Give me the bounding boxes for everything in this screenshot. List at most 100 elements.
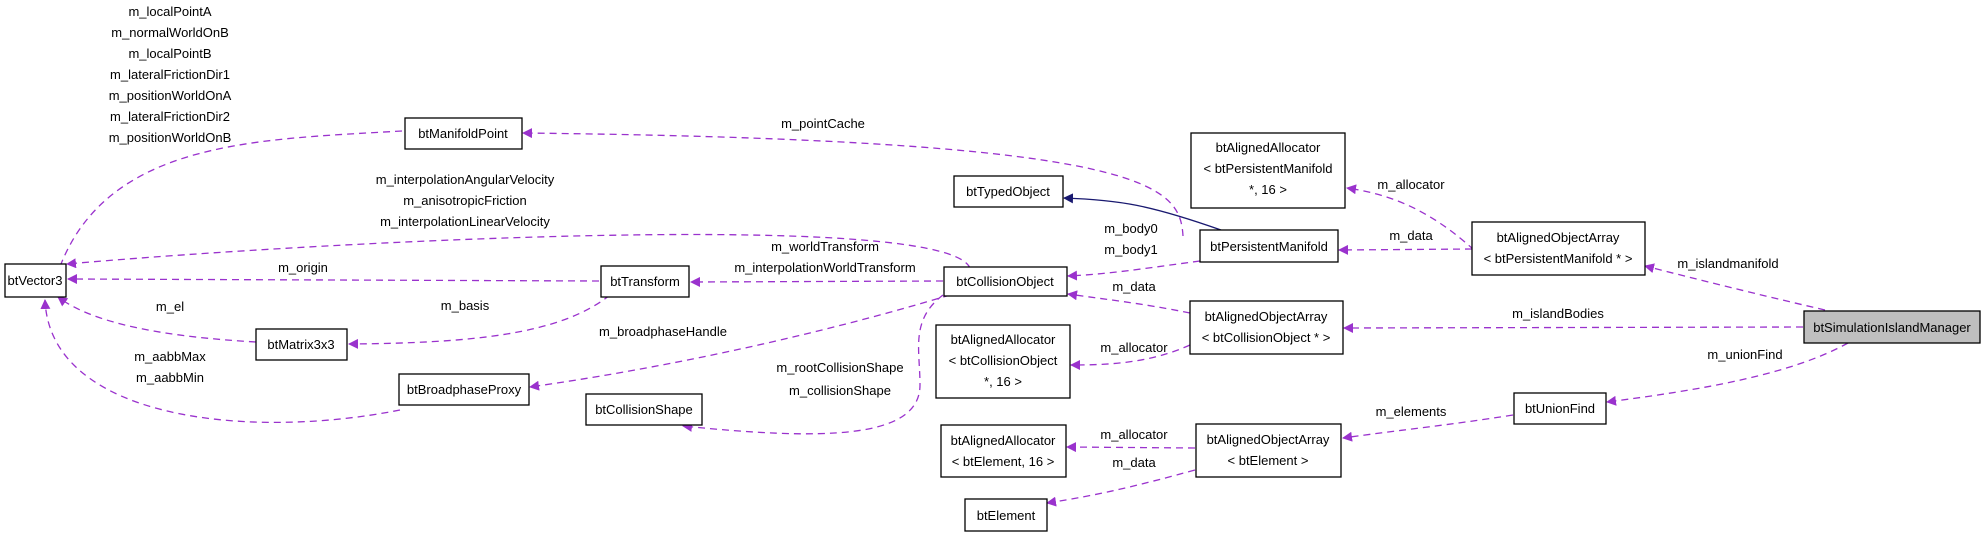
label-m-islandmanifold: m_islandmanifold bbox=[1677, 256, 1778, 271]
label-m-origin: m_origin bbox=[278, 260, 328, 275]
node-bttransform[interactable]: btTransform bbox=[600, 265, 690, 298]
edge-colobj-shape bbox=[682, 294, 944, 435]
node-label: btMatrix3x3 bbox=[267, 337, 334, 352]
node-label-line-1: btAlignedAllocator bbox=[951, 433, 1056, 448]
label-m-elements: m_elements bbox=[1376, 404, 1447, 419]
label-m-lateralfrictiondir1: m_lateralFrictionDir1 bbox=[110, 67, 230, 82]
label-m-body0: m_body0 bbox=[1104, 221, 1157, 236]
node-label: btTypedObject bbox=[966, 184, 1050, 199]
node-btalignedobjectarray-collisionobject[interactable]: btAlignedObjectArray < btCollisionObject… bbox=[1189, 300, 1344, 355]
node-btmatrix3x3[interactable]: btMatrix3x3 bbox=[255, 328, 348, 361]
node-label: btElement bbox=[977, 508, 1036, 523]
label-m-pointcache: m_pointCache bbox=[781, 116, 865, 131]
node-btelement[interactable]: btElement bbox=[964, 498, 1048, 532]
label-m-el: m_el bbox=[156, 299, 184, 314]
node-label-line-2: < btCollisionObject bbox=[949, 353, 1058, 368]
node-label-line-2: < btElement > bbox=[1228, 453, 1309, 468]
label-m-islandbodies: m_islandBodies bbox=[1512, 306, 1604, 321]
edge-island-arraycolobj bbox=[1343, 322, 1804, 333]
node-label: btVector3 bbox=[8, 273, 63, 288]
node-btpersistentmanifold[interactable]: btPersistentManifold bbox=[1199, 229, 1339, 263]
node-label-line-1: btAlignedObjectArray bbox=[1207, 432, 1330, 447]
edge-arraymanifold-manifold bbox=[1338, 244, 1473, 255]
node-btmanifoldpoint[interactable]: btManifoldPoint bbox=[404, 117, 523, 150]
label-m-allocator-manifold: m_allocator bbox=[1377, 177, 1445, 192]
node-btalignedobjectarray-element[interactable]: btAlignedObjectArray < btElement > bbox=[1195, 423, 1342, 478]
edge-typedobject-manifold bbox=[1063, 193, 1222, 231]
edge-manifoldpoint-vector3 bbox=[49, 130, 403, 293]
node-btalignedobjectarray-persistentmanifold[interactable]: btAlignedObjectArray < btPersistentManif… bbox=[1471, 221, 1646, 276]
label-m-rootcollisionshape: m_rootCollisionShape bbox=[776, 360, 903, 375]
label-m-allocator-colobj: m_allocator bbox=[1100, 340, 1168, 355]
node-btalignedallocator-element[interactable]: btAlignedAllocator < btElement, 16 > bbox=[940, 424, 1067, 478]
edge-colobj-proxy bbox=[529, 294, 951, 391]
edge-arrayelement-element bbox=[1046, 469, 1196, 507]
node-btalignedallocator-collisionobject[interactable]: btAlignedAllocator < btCollisionObject *… bbox=[935, 324, 1071, 399]
label-m-interpolationworldtransform: m_interpolationWorldTransform bbox=[734, 260, 915, 275]
label-m-unionfind: m_unionFind bbox=[1707, 347, 1782, 362]
label-m-positionworldona: m_positionWorldOnA bbox=[109, 88, 232, 103]
label-m-allocator-element: m_allocator bbox=[1100, 427, 1168, 442]
edge-arraymanifold-allocator bbox=[1346, 184, 1475, 251]
node-label-line-3: *, 16 > bbox=[984, 374, 1022, 389]
node-label-line-3: *, 16 > bbox=[1249, 182, 1287, 197]
label-m-anisotropicfriction: m_anisotropicFriction bbox=[403, 193, 527, 208]
label-m-worldtransform: m_worldTransform bbox=[771, 239, 879, 254]
node-label: btCollisionShape bbox=[595, 402, 693, 417]
label-m-broadphasehandle: m_broadphaseHandle bbox=[599, 324, 727, 339]
edge-unionfind-arrayelement bbox=[1342, 414, 1514, 442]
edge-labels: m_localPointA m_normalWorldOnB m_localPo… bbox=[109, 4, 1783, 470]
label-m-localpointa: m_localPointA bbox=[128, 4, 211, 19]
label-m-interpolationlinearvelocity: m_interpolationLinearVelocity bbox=[380, 214, 550, 229]
label-m-aabbmax: m_aabbMax bbox=[134, 349, 206, 364]
edge-arraycolobj-colobj bbox=[1067, 290, 1191, 314]
node-label-line-2: < btElement, 16 > bbox=[952, 454, 1055, 469]
node-btsimulationislandmanager[interactable]: btSimulationIslandManager bbox=[1803, 310, 1981, 344]
edge-transform-vector3 bbox=[67, 274, 600, 285]
label-m-aabbmin: m_aabbMin bbox=[136, 370, 204, 385]
edge-arrayelement-allocator bbox=[1066, 442, 1196, 453]
node-btalignedallocator-persistentmanifold[interactable]: btAlignedAllocator < btPersistentManifol… bbox=[1190, 132, 1346, 209]
edge-colobj-transform bbox=[690, 276, 944, 287]
node-label: btTransform bbox=[610, 274, 680, 289]
node-btcollisionshape[interactable]: btCollisionShape bbox=[585, 393, 703, 426]
label-m-positionworldonb: m_positionWorldOnB bbox=[109, 130, 232, 145]
edge-island-arraymanifold bbox=[1644, 263, 1826, 311]
node-btvector3[interactable]: btVector3 bbox=[4, 263, 67, 298]
label-m-collisionshape: m_collisionShape bbox=[789, 383, 891, 398]
edge-colobj-vector3 bbox=[66, 233, 971, 269]
node-label: btManifoldPoint bbox=[418, 126, 508, 141]
label-m-lateralfrictiondir2: m_lateralFrictionDir2 bbox=[110, 109, 230, 124]
node-btcollisionobject[interactable]: btCollisionObject bbox=[943, 266, 1068, 297]
label-m-data-element: m_data bbox=[1112, 455, 1156, 470]
edge-manifold-colobj bbox=[1067, 260, 1201, 281]
node-label-line-2: < btPersistentManifold * > bbox=[1484, 251, 1633, 266]
label-m-body1: m_body1 bbox=[1104, 242, 1157, 257]
node-label-line-1: btAlignedAllocator bbox=[1216, 140, 1321, 155]
node-btbroadphaseproxy[interactable]: btBroadphaseProxy bbox=[398, 373, 530, 406]
node-btunionfind[interactable]: btUnionFind bbox=[1513, 392, 1607, 425]
edge-island-unionfind bbox=[1606, 342, 1849, 406]
edge-transform-matrix bbox=[348, 294, 611, 349]
edge-proxy-vector3 bbox=[40, 299, 401, 424]
node-label-line-1: btAlignedAllocator bbox=[951, 332, 1056, 347]
node-label-line-2: < btCollisionObject * > bbox=[1202, 330, 1331, 345]
node-label: btCollisionObject bbox=[956, 274, 1054, 289]
label-m-normalworldonb: m_normalWorldOnB bbox=[111, 25, 229, 40]
node-bttypedobject[interactable]: btTypedObject bbox=[953, 175, 1064, 208]
node-label: btBroadphaseProxy bbox=[407, 382, 522, 397]
node-label-line-1: btAlignedObjectArray bbox=[1205, 309, 1328, 324]
node-label: btUnionFind bbox=[1525, 401, 1595, 416]
label-m-localpointb: m_localPointB bbox=[128, 46, 211, 61]
label-m-data-manifold: m_data bbox=[1389, 228, 1433, 243]
label-m-data-colobj: m_data bbox=[1112, 279, 1156, 294]
node-label: btPersistentManifold bbox=[1210, 239, 1328, 254]
edge-manifold-manifoldpoint bbox=[522, 128, 1184, 237]
label-m-interpolationangularvelocity: m_interpolationAngularVelocity bbox=[376, 172, 555, 187]
label-m-basis: m_basis bbox=[441, 298, 490, 313]
node-label-line-1: btAlignedObjectArray bbox=[1497, 230, 1620, 245]
node-label: btSimulationIslandManager bbox=[1813, 320, 1971, 335]
node-label-line-2: < btPersistentManifold bbox=[1204, 161, 1333, 176]
edge-arraycolobj-allocator bbox=[1070, 344, 1191, 370]
